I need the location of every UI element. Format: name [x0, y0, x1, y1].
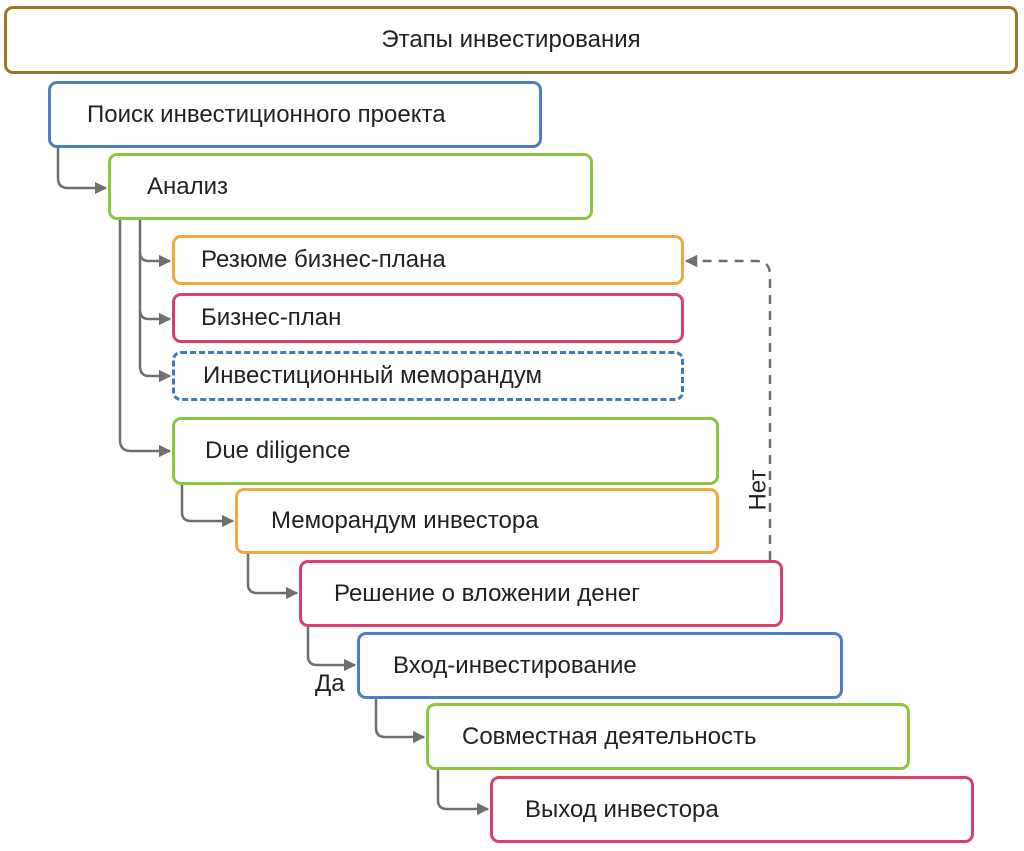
node-search: Поиск инвестиционного проекта: [48, 81, 542, 148]
arrow-joint-to-exit: [436, 770, 490, 816]
node-joint-activity: Совместная деятельность: [426, 703, 910, 770]
arrow-decision-to-resume-no: [684, 254, 772, 560]
arrow-investor-memo-to-decision: [246, 554, 299, 600]
node-entry: Вход-инвестирование: [357, 632, 843, 699]
diagram-title: Этапы инвестирования: [4, 6, 1018, 74]
arrow-analysis-to-due: [118, 220, 172, 458]
node-due-diligence: Due diligence: [172, 417, 719, 485]
arrow-search-to-analysis: [56, 148, 108, 195]
node-investor-exit: Выход инвестора: [490, 776, 974, 843]
arrow-analysis-to-memo: [138, 310, 172, 383]
node-investment-memorandum: Инвестиционный меморандум: [172, 351, 684, 401]
arrow-analysis-to-resume: [138, 220, 172, 268]
arrow-decision-to-entry: [306, 627, 357, 672]
edge-label-yes: Да: [315, 670, 345, 697]
node-resume: Резюме бизнес-плана: [172, 235, 684, 285]
arrow-entry-to-joint: [374, 699, 426, 744]
node-decision: Решение о вложении денег: [299, 560, 783, 627]
edge-label-no: Нет: [744, 469, 772, 511]
node-business-plan: Бизнес-план: [172, 293, 684, 343]
node-investor-memorandum: Меморандум инвестора: [235, 488, 719, 554]
arrow-due-to-investor-memo: [180, 485, 235, 528]
node-analysis: Анализ: [108, 153, 593, 220]
